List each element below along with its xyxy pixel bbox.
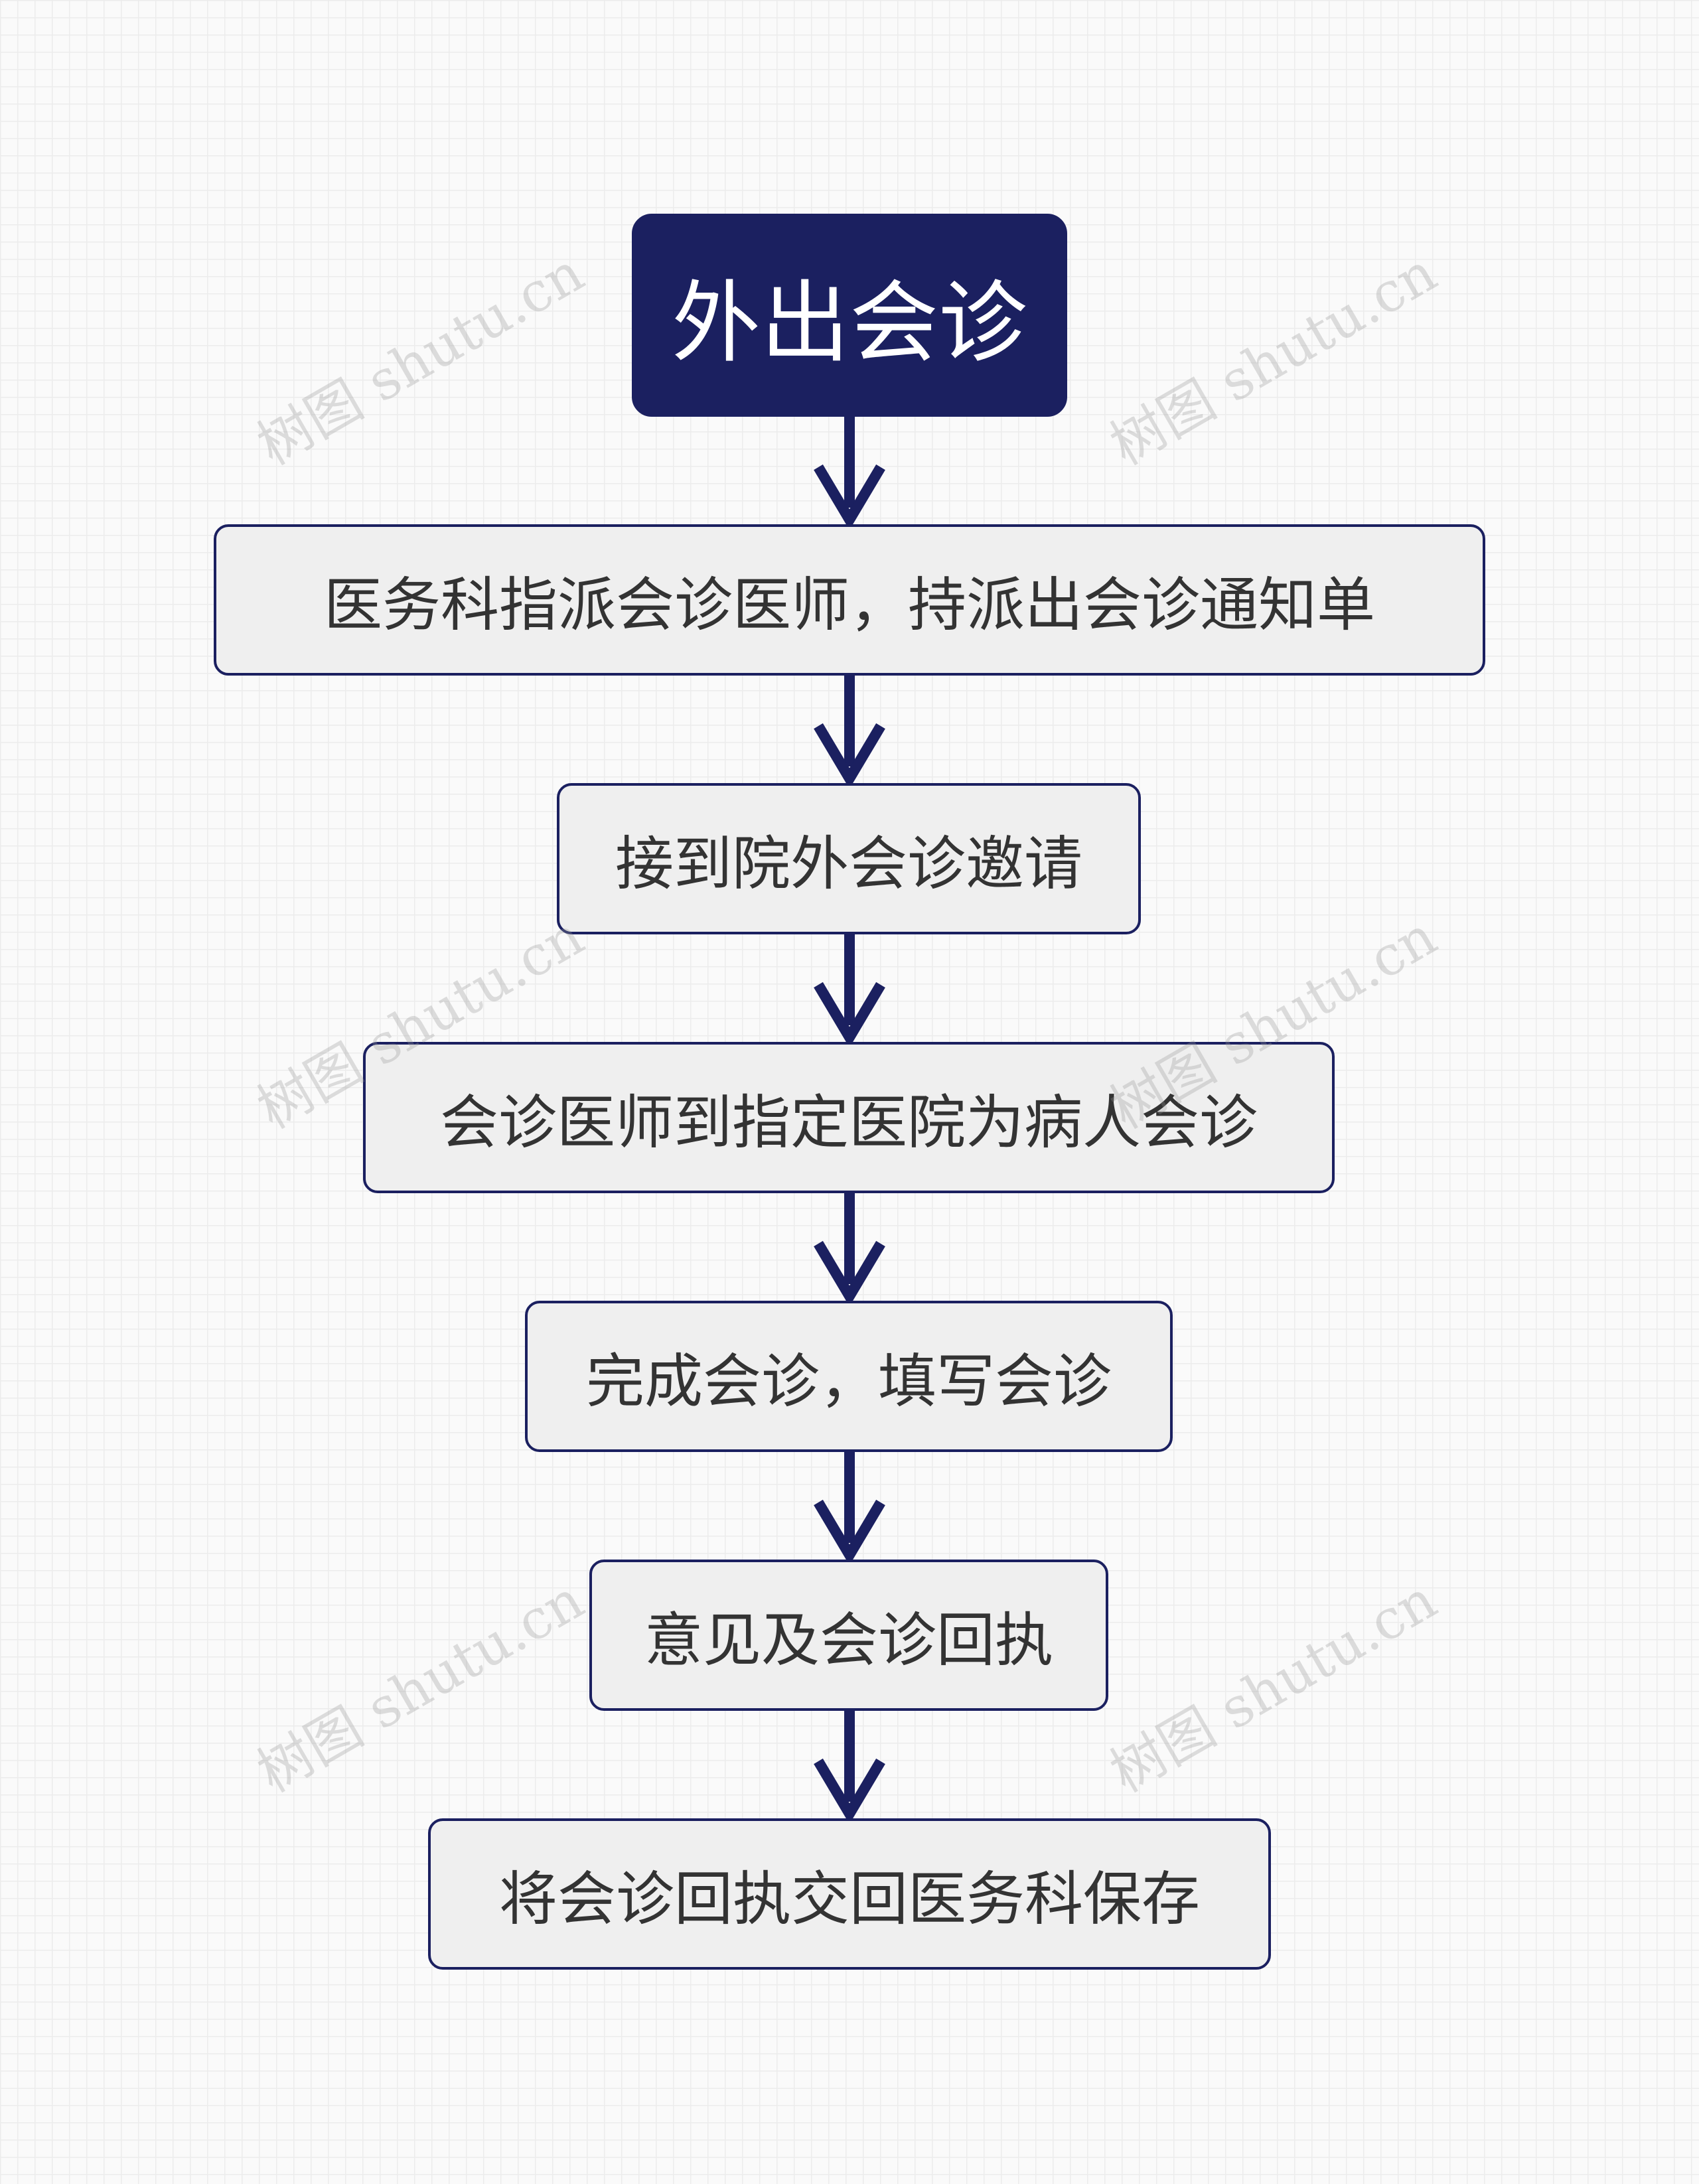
arrow-step-5-to-step-6 <box>814 1711 885 1824</box>
step-2-node[interactable]: 接到院外会诊邀请 <box>557 783 1141 934</box>
step-5-node[interactable]: 意见及会诊回执 <box>589 1560 1108 1711</box>
arrow-step-4-to-step-5 <box>814 1452 885 1565</box>
step-4-label: 完成会诊，填写会诊 <box>585 1347 1112 1416</box>
step-6-node[interactable]: 将会诊回执交回医务科保存 <box>428 1818 1271 1970</box>
root-node-outside-consultation[interactable]: 外出会诊 <box>632 214 1067 417</box>
step-2-label: 接到院外会诊邀请 <box>615 829 1082 898</box>
step-4-node[interactable]: 完成会诊，填写会诊 <box>525 1301 1173 1452</box>
step-6-label: 将会诊回执交回医务科保存 <box>498 1864 1200 1933</box>
arrow-root-to-step-1 <box>814 417 885 530</box>
root-node-label: 外出会诊 <box>671 271 1027 375</box>
step-3-label: 会诊医师到指定医院为病人会诊 <box>439 1088 1258 1157</box>
arrow-step-2-to-step-3 <box>814 934 885 1048</box>
step-5-label: 意见及会诊回执 <box>644 1605 1053 1674</box>
arrow-step-1-to-step-2 <box>814 676 885 789</box>
arrow-step-3-to-step-4 <box>814 1193 885 1307</box>
step-3-node[interactable]: 会诊医师到指定医院为病人会诊 <box>363 1042 1335 1193</box>
step-1-node[interactable]: 医务科指派会诊医师，持派出会诊通知单 <box>214 524 1485 676</box>
step-1-label: 医务科指派会诊医师，持派出会诊通知单 <box>323 570 1375 639</box>
